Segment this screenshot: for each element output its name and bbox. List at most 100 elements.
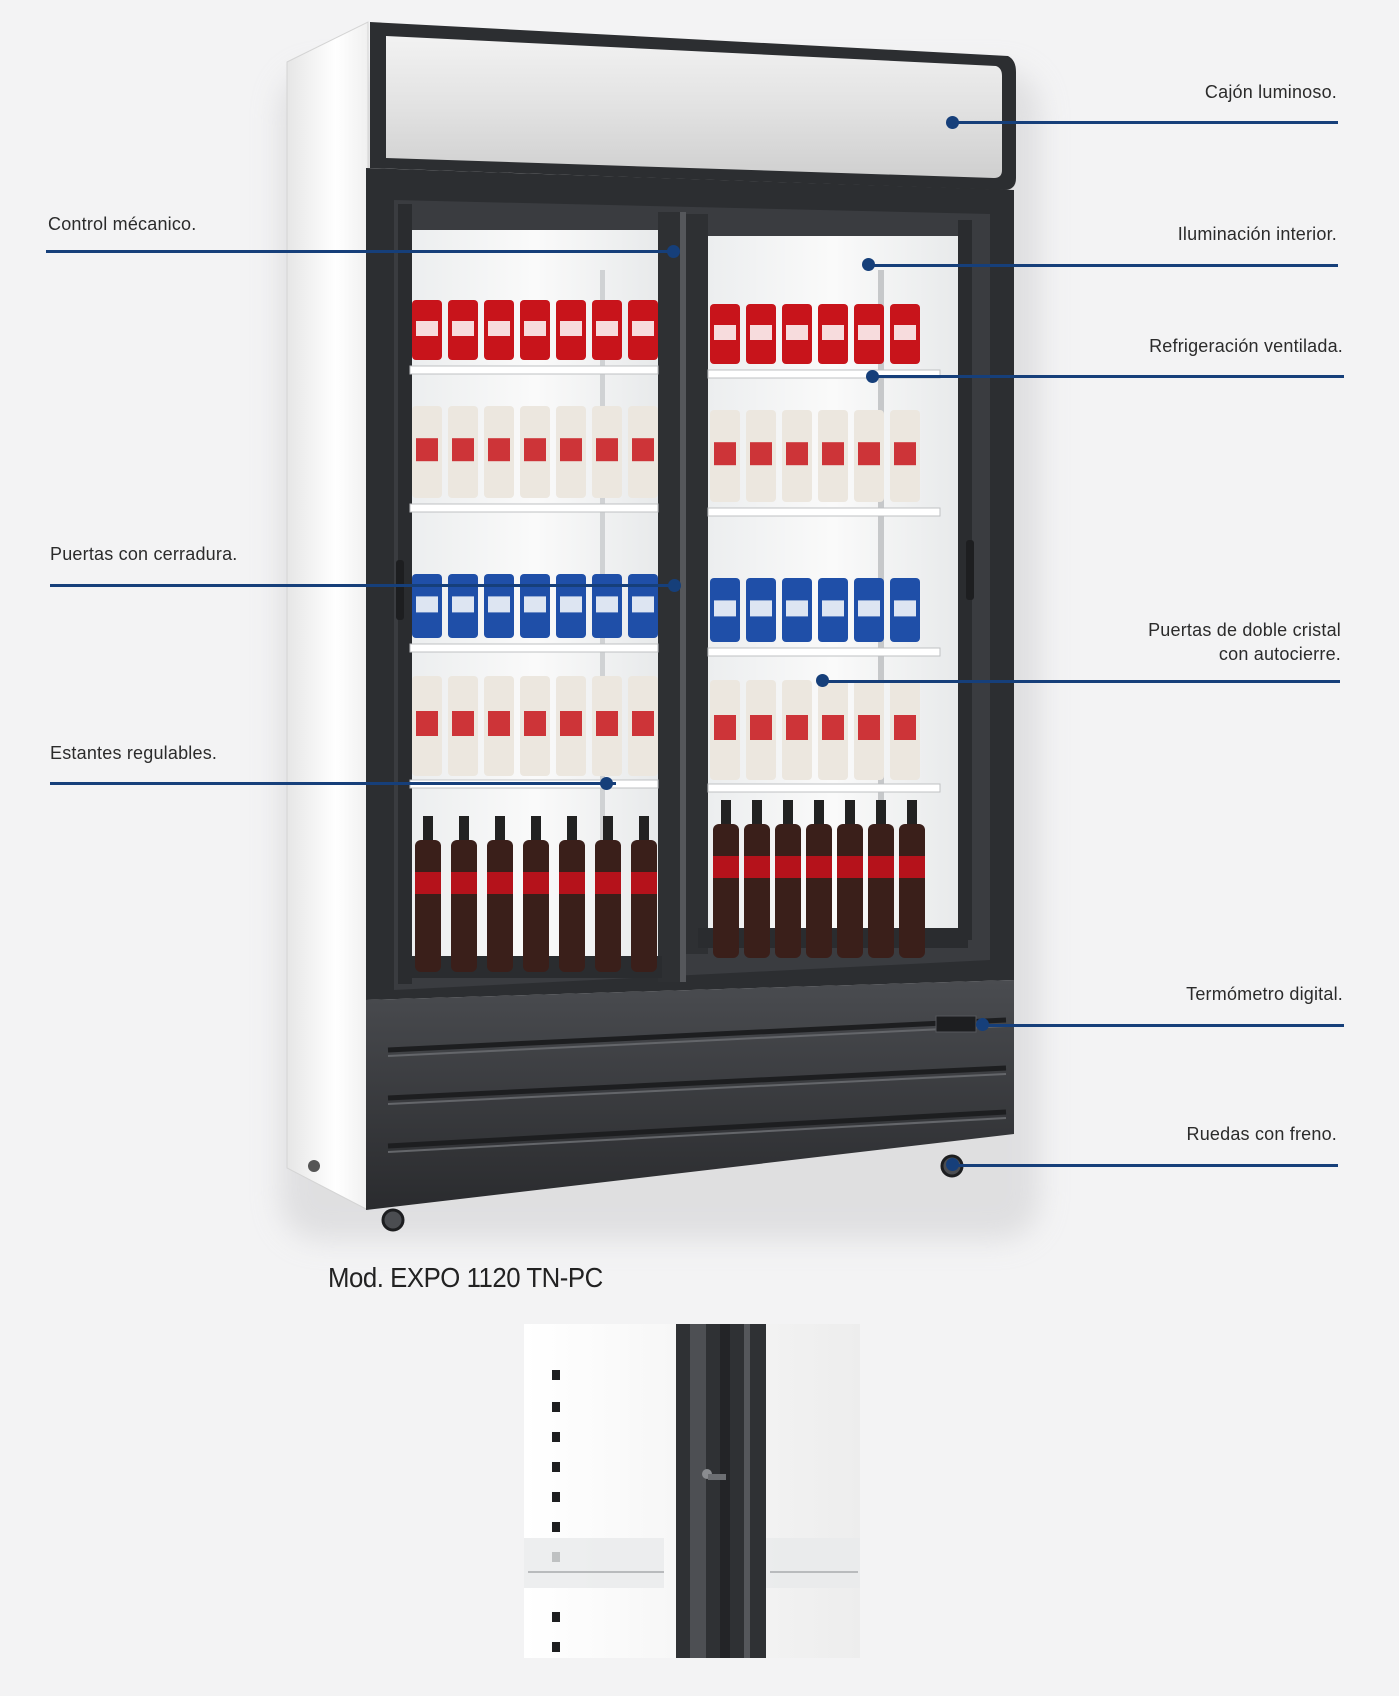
label-cajon-luminoso: Cajón luminoso. [1204, 82, 1337, 102]
bottle-label [415, 872, 441, 894]
can-label [596, 596, 618, 613]
can-label [714, 442, 736, 466]
bottle-neck [495, 816, 505, 840]
bottle-neck [423, 816, 433, 840]
bottle-neck [721, 800, 731, 824]
bottle-label [451, 872, 477, 894]
can-label [894, 442, 916, 466]
label-termometro-digital: Termómetro digital. [1186, 984, 1343, 1004]
can-label [750, 442, 772, 466]
can-label [822, 442, 844, 466]
bottle [713, 824, 739, 958]
bottle [415, 840, 441, 972]
can-label [632, 321, 654, 336]
dot-iluminacion [862, 258, 875, 271]
dot-control [667, 245, 680, 258]
can-label [714, 600, 736, 617]
bottle-neck [752, 800, 762, 824]
label-puertas-cerradura: Puertas con cerradura. [50, 544, 238, 564]
bottle [559, 840, 585, 972]
bottle-neck [531, 816, 541, 840]
can-label [714, 715, 736, 740]
bottle-neck [603, 816, 613, 840]
label-doble-cristal-line2: con autocierre. [1218, 644, 1341, 664]
can-label [560, 596, 582, 613]
dot-estantes [600, 777, 613, 790]
can-label [452, 438, 474, 462]
dot-refrigeracion [866, 370, 879, 383]
can-label [632, 711, 654, 736]
bottle-label [631, 872, 657, 894]
can-label [786, 715, 808, 740]
bottle [899, 824, 925, 958]
label-estantes-regulables: Estantes regulables. [50, 743, 218, 763]
shelf [707, 507, 941, 517]
can-label [632, 438, 654, 462]
shelf [409, 503, 659, 513]
leader-estantes [50, 782, 616, 785]
bottle-label [744, 856, 770, 878]
can-label [858, 442, 880, 466]
can-label [524, 711, 546, 736]
can-label [786, 600, 808, 617]
can-label [488, 438, 510, 462]
leader-cerradura [50, 584, 678, 587]
can-label [488, 711, 510, 736]
label-control-mecanico: Control mécanico. [48, 214, 197, 234]
shelf [707, 783, 941, 793]
can-label [452, 596, 474, 613]
bottle-neck [814, 800, 824, 824]
bottle-label [595, 872, 621, 894]
can-label [524, 596, 546, 613]
can-label [560, 321, 582, 336]
bottle [487, 840, 513, 972]
can-label [750, 600, 772, 617]
bottle-label [868, 856, 894, 878]
label-ruedas-freno: Ruedas con freno. [1186, 1124, 1337, 1144]
can-label [822, 325, 844, 340]
bottle [595, 840, 621, 972]
can-label [416, 711, 438, 736]
dot-cajon [946, 116, 959, 129]
can-label [894, 325, 916, 340]
can-label [786, 325, 808, 340]
can-label [488, 596, 510, 613]
bottle-neck [876, 800, 886, 824]
bottle-label [775, 856, 801, 878]
bottle [631, 840, 657, 972]
leader-refrigeracion [874, 375, 1344, 378]
label-doble-cristal-line1: Puertas de doble cristal [1148, 620, 1341, 640]
bottle-neck [639, 816, 649, 840]
can-label [416, 438, 438, 462]
can-label [714, 325, 736, 340]
can-label [524, 438, 546, 462]
bottle [744, 824, 770, 958]
bottle-label [487, 872, 513, 894]
bottle-neck [845, 800, 855, 824]
shelf [707, 647, 941, 657]
shelf [707, 369, 941, 379]
can-label [596, 711, 618, 736]
can-label [596, 438, 618, 462]
can-label [488, 321, 510, 336]
bottle-label [523, 872, 549, 894]
can-label [858, 600, 880, 617]
can-label [596, 321, 618, 336]
can-label [894, 715, 916, 740]
model-name: Mod. EXPO 1120 TN-PC [328, 1262, 603, 1293]
can-label [632, 596, 654, 613]
can-label [452, 321, 474, 336]
bottle [523, 840, 549, 972]
bottle [775, 824, 801, 958]
leader-iluminacion [870, 264, 1338, 267]
can-label [786, 442, 808, 466]
can-label [858, 325, 880, 340]
can-label [858, 715, 880, 740]
shelf [409, 643, 659, 653]
can-label [750, 715, 772, 740]
bottle-label [837, 856, 863, 878]
dot-ruedas [946, 1158, 959, 1171]
can-label [452, 711, 474, 736]
can-label [822, 600, 844, 617]
